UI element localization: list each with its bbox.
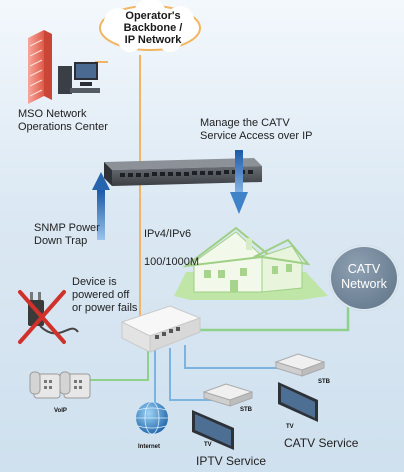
manage-arrow-icon	[230, 150, 248, 214]
mso-building-icon	[28, 30, 52, 104]
cloud-label-line1: Operator's	[125, 10, 181, 22]
cloud-label-line2: Backbone /	[123, 22, 183, 34]
manage-label-line2: Service Access over IP	[200, 130, 313, 142]
mso-label-line1: MSO Network	[18, 108, 87, 120]
link-speed-label: 100/1000M	[144, 256, 200, 268]
tv-right-label: TV	[286, 424, 294, 430]
iptv-link	[169, 348, 215, 401]
power-adapter-icon	[18, 290, 79, 344]
device-note-line2: powered off	[72, 289, 130, 301]
stb-left-label: STB	[240, 407, 252, 413]
phone-icon	[29, 371, 91, 399]
device-note-line3: or power fails	[72, 302, 138, 314]
manage-label: Manage the CATV Service Access over IP	[200, 117, 313, 143]
voip-label: VoIP	[54, 408, 67, 414]
catv-network-bubble	[329, 245, 399, 311]
mso-label-line2: Operations Center	[18, 121, 108, 133]
voip-link	[85, 348, 149, 381]
manage-label-line1: Manage the CATV	[200, 117, 290, 129]
computer-icon	[58, 62, 100, 94]
catv-network-line1: CATV	[347, 262, 381, 276]
cloud-label: Operator's Backbone / IP Network	[108, 10, 198, 46]
snmp-label: SNMP Power Down Trap	[34, 222, 100, 248]
device-note-line1: Device is	[72, 276, 117, 288]
snmp-arrow-icon	[92, 172, 110, 240]
tv-right-icon	[278, 382, 318, 422]
device-note: Device is powered off or power fails	[72, 276, 137, 315]
catv-network-label: CATV Network	[329, 262, 399, 292]
tv-left-icon	[192, 410, 234, 450]
stb-left-icon	[202, 383, 254, 407]
house-icon	[174, 226, 328, 300]
operator-cloud	[99, 0, 201, 52]
cloud-label-line3: IP Network	[124, 34, 182, 46]
link-lines	[85, 55, 350, 410]
catv-device-icon	[120, 305, 202, 353]
iptv-service-label: IPTV Service	[196, 454, 267, 468]
catv-link	[190, 300, 350, 332]
ip-version-label: IPv4/IPv6	[144, 228, 192, 240]
stb-right-link	[184, 345, 290, 369]
ethernet-switch-icon	[104, 158, 262, 186]
stb-right-label: STB	[318, 379, 330, 385]
internet-label: Internet	[138, 444, 161, 450]
snmp-label-line2: Down Trap	[34, 235, 88, 247]
stb-right-icon	[274, 353, 326, 377]
globe-icon	[136, 401, 168, 435]
catv-network-line2: Network	[341, 277, 387, 291]
snmp-label-line1: SNMP Power	[34, 222, 100, 234]
mso-label: MSO Network Operations Center	[18, 108, 108, 134]
catv-service-label: CATV Service	[284, 436, 359, 450]
tv-left-label: TV	[204, 442, 212, 448]
